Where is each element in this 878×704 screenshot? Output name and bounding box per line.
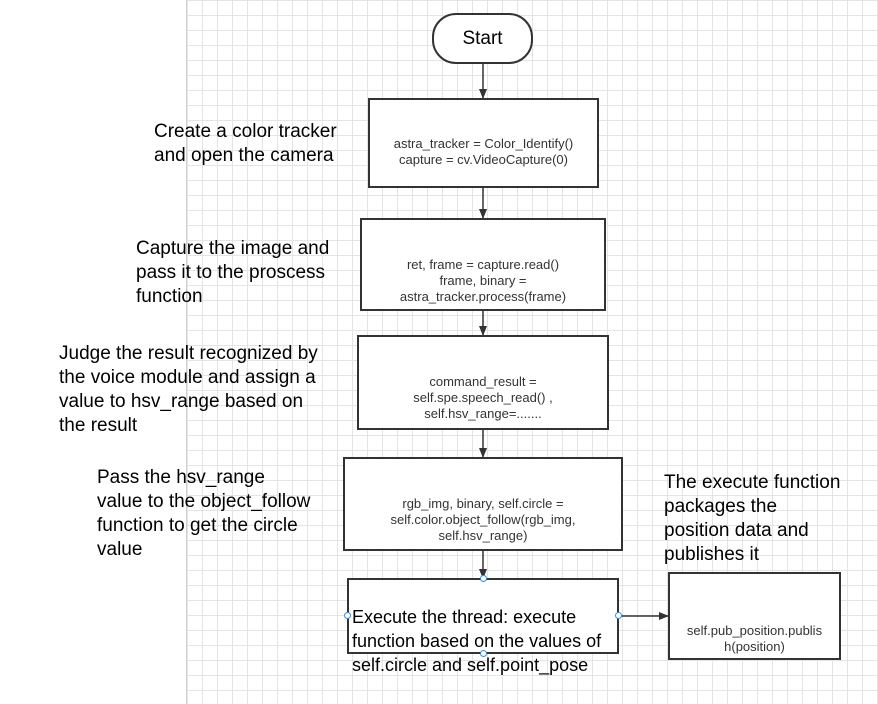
annotation-create-tracker: Create a color tracker and open the came… — [154, 121, 337, 166]
annotation-voice-result: Judge the result recognized by the voice… — [59, 343, 318, 436]
annotation-object-follow: Pass the hsv_range value to the object_f… — [97, 467, 311, 560]
start-terminal[interactable]: Start — [432, 13, 533, 64]
box-line: astra_tracker = Color_Identify() — [393, 136, 574, 151]
selection-handle-right[interactable] — [615, 612, 622, 619]
annotation-capture-image: Capture the image and pass it to the pro… — [136, 238, 330, 307]
box-line: ret, frame = capture.read() — [406, 257, 560, 272]
process-box-object-follow[interactable]: rgb_img, binary, self.circle = self.colo… — [343, 457, 623, 551]
box-line: astra_tracker.process(frame) — [399, 289, 567, 304]
box-line: command_result = — [429, 374, 537, 389]
box-line: self.hsv_range=....... — [424, 406, 542, 421]
selection-handle-bottom[interactable] — [480, 650, 487, 657]
process-box-capture-image[interactable]: ret, frame = capture.read() frame, binar… — [360, 218, 606, 311]
annotation-execute-function: The execute function packages the positi… — [664, 472, 841, 565]
box-line: self.spe.speech_read() , — [413, 390, 553, 405]
box-line: h(position) — [724, 639, 785, 654]
process-box-execute-thread[interactable]: Execute the thread: execute function bas… — [347, 578, 619, 675]
box-line: rgb_img, binary, self.circle = — [402, 496, 564, 511]
process-box-voice-result[interactable]: command_result = self.spe.speech_read() … — [357, 335, 609, 430]
box-line: capture = cv.VideoCapture(0) — [399, 152, 568, 167]
box-line: self.color.object_follow(rgb_img, — [390, 512, 576, 527]
start-label: Start — [462, 27, 503, 49]
process-box-create-tracker[interactable]: astra_tracker = Color_Identify() capture… — [368, 98, 599, 188]
selection-handle-top[interactable] — [480, 575, 487, 582]
thread-box-text: Execute the thread: execute function bas… — [352, 607, 602, 675]
box-line: self.hsv_range) — [438, 528, 528, 543]
box-line: frame, binary = — [439, 273, 527, 288]
selection-handle-left[interactable] — [344, 612, 351, 619]
box-line: self.pub_position.publis — [686, 623, 823, 638]
process-box-publish-position[interactable]: self.pub_position.publis h(position) — [668, 572, 841, 660]
